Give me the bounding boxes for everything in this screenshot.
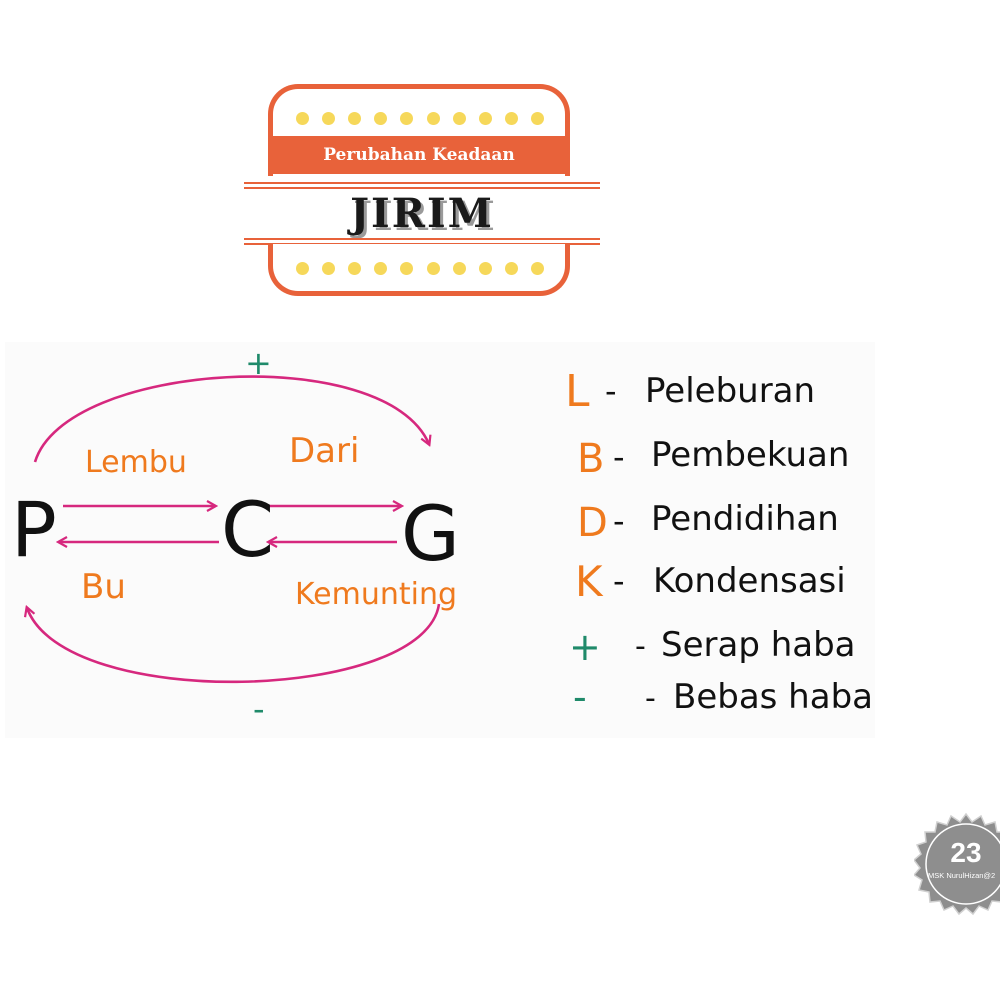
deposition-arc (27, 603, 441, 684)
legend-text: Kondensasi (653, 561, 846, 601)
badge-bottom-frame (268, 244, 570, 296)
sign-release-heat: - (253, 690, 265, 728)
legend-item: L - Peleburan (565, 366, 815, 417)
label-boiling: Dari (289, 431, 359, 471)
legend-item: K - Kondensasi (575, 557, 846, 606)
badge-bottom-dots (296, 262, 544, 275)
legend-separator: - (645, 681, 656, 716)
legend-item: B - Pembekuan (577, 435, 849, 482)
title-badge: Perubahan Keadaan JIRIM (244, 84, 604, 299)
label-melting: Lembu (85, 445, 187, 480)
state-gas: G (401, 489, 460, 578)
legend-text: Bebas haba (673, 677, 873, 717)
legend-text: Serap haba (661, 625, 856, 665)
legend-separator: - (613, 438, 625, 476)
sublimation-arc (33, 375, 429, 463)
legend-text: Pendidihan (651, 499, 839, 539)
badge-top-dots (296, 112, 544, 125)
badge-subtitle: Perubahan Keadaan (268, 136, 570, 174)
credit-text: MSK NurulHizan@2 (928, 871, 995, 880)
legend-key: D (577, 500, 608, 546)
label-condensing: Kemunting (295, 577, 457, 612)
page-title: JIRIM (350, 189, 494, 237)
legend-separator: - (613, 562, 625, 600)
sign-absorb-heat: + (245, 344, 272, 382)
legend-item: - - Bebas haba (573, 675, 873, 719)
legend-separator: - (605, 372, 617, 410)
page-number: 23 (950, 837, 981, 868)
legend-text: Peleburan (645, 371, 815, 411)
state-solid: P (11, 485, 57, 574)
states-of-matter-panel: P C G Lembu Dari Bu Kemunting + - L - Pe… (5, 342, 875, 738)
legend: L - Peleburan B - Pembekuan D - Pendidih… (565, 366, 873, 719)
legend-key: B (577, 436, 604, 482)
legend-item: + - Serap haba (569, 625, 856, 669)
legend-separator: - (635, 629, 646, 664)
state-change-diagram: P C G Lembu Dari Bu Kemunting + - L - Pe… (11, 344, 873, 728)
legend-separator: - (613, 502, 625, 540)
legend-key: - (573, 675, 587, 719)
legend-key: + (569, 625, 601, 669)
legend-key: L (565, 366, 590, 417)
legend-text: Pembekuan (651, 435, 849, 475)
legend-item: D - Pendidihan (577, 499, 839, 546)
label-freezing: Bu (81, 567, 126, 607)
state-liquid: C (221, 485, 274, 574)
page-number-badge: 23 MSK NurulHizan@2 (914, 812, 1000, 916)
legend-key: K (575, 557, 604, 606)
